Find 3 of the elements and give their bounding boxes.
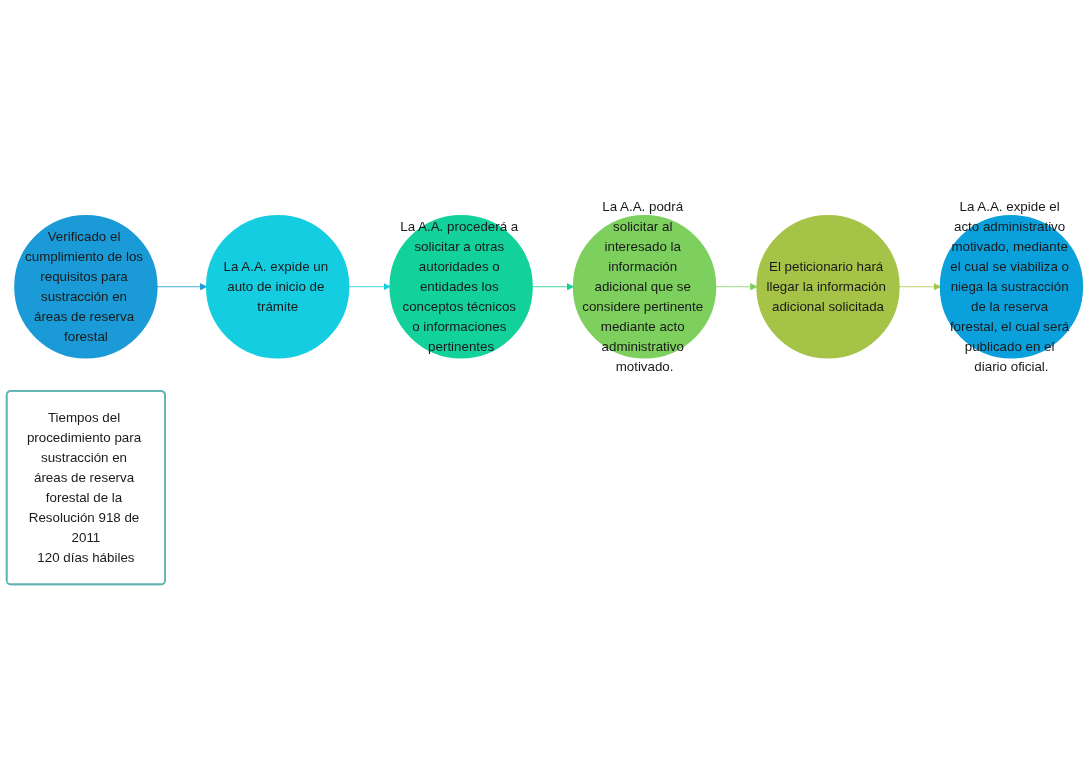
node-circle: Verificado el cumplimiento de los requisitos para sustracción en áreas de reserva forestal: [14, 214, 158, 359]
node-circle: El peticionario hará llegar la información adicional solicitada: [756, 214, 900, 359]
node-circle: La A.A. expide un auto de inicio de trámite: [205, 214, 350, 359]
